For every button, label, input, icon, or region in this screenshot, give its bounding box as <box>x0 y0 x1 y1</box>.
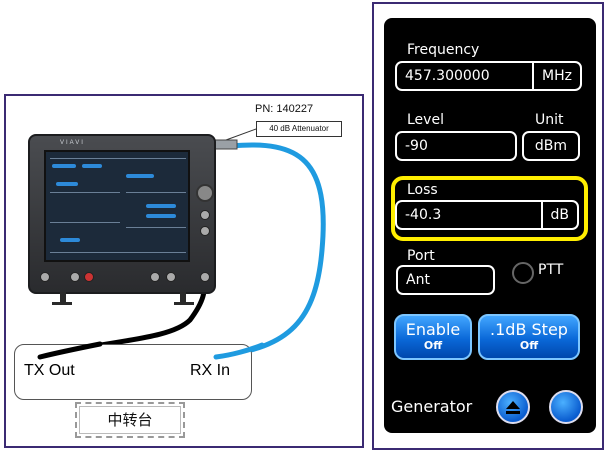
instrument-port <box>200 226 210 236</box>
instrument-screen <box>44 150 190 262</box>
level-field[interactable]: -90 <box>395 131 517 161</box>
instrument-port <box>166 272 176 282</box>
step-button[interactable]: .1dB Step Off <box>478 314 580 360</box>
rx-in-label: RX In <box>190 362 231 379</box>
instrument-port <box>40 272 50 282</box>
instrument-knob <box>196 184 214 202</box>
loss-highlight <box>391 176 588 241</box>
instrument-port <box>150 272 160 282</box>
repeater-label: 中转台 <box>75 402 185 438</box>
frequency-unit-button[interactable]: MHz <box>532 63 580 89</box>
instrument-leg <box>174 302 194 305</box>
loss-label: Loss <box>407 182 438 198</box>
loss-field[interactable]: -40.3 dB <box>395 200 579 230</box>
eject-icon <box>506 401 520 414</box>
tx-out-label: TX Out <box>24 362 75 379</box>
enable-button-label: Enable <box>405 320 461 339</box>
frequency-value: 457.300000 <box>405 68 490 84</box>
ptt-label: PTT <box>538 262 564 278</box>
repeater-box <box>14 344 252 400</box>
generator-eject-button[interactable] <box>496 390 530 424</box>
instrument-leg <box>60 292 66 304</box>
ptt-indicator-icon <box>512 262 534 284</box>
generator-power-button[interactable] <box>549 390 583 424</box>
unit-button[interactable]: dBm <box>522 131 580 161</box>
level-value: -90 <box>405 138 428 154</box>
instrument-port <box>84 272 94 282</box>
level-label: Level <box>407 112 444 128</box>
instrument-port <box>200 272 210 282</box>
part-number-label: PN: 140227 <box>255 103 314 115</box>
step-button-label: .1dB Step <box>490 320 568 339</box>
loss-unit: dB <box>540 202 578 228</box>
attenuator-label: 40 dB Attenuator <box>256 121 342 137</box>
loss-value: -40.3 <box>405 207 442 223</box>
instrument-leg <box>180 292 186 304</box>
instrument-port <box>200 210 210 220</box>
instrument-leg <box>52 302 72 305</box>
enable-button[interactable]: Enable Off <box>394 314 472 360</box>
enable-button-state: Off <box>423 339 443 352</box>
port-label: Port <box>407 248 435 264</box>
instrument-port <box>70 272 80 282</box>
frequency-field[interactable]: 457.300000 MHz <box>395 61 582 91</box>
rf-cable <box>215 142 326 359</box>
port-field[interactable]: Ant <box>396 265 495 295</box>
unit-label: Unit <box>535 112 564 128</box>
generator-label: Generator <box>391 397 473 416</box>
frequency-label: Frequency <box>407 42 480 58</box>
instrument-brand: VIAVI <box>60 140 85 146</box>
step-button-state: Off <box>519 339 539 352</box>
port-value: Ant <box>406 272 430 288</box>
attenuator-pointer <box>225 128 257 141</box>
